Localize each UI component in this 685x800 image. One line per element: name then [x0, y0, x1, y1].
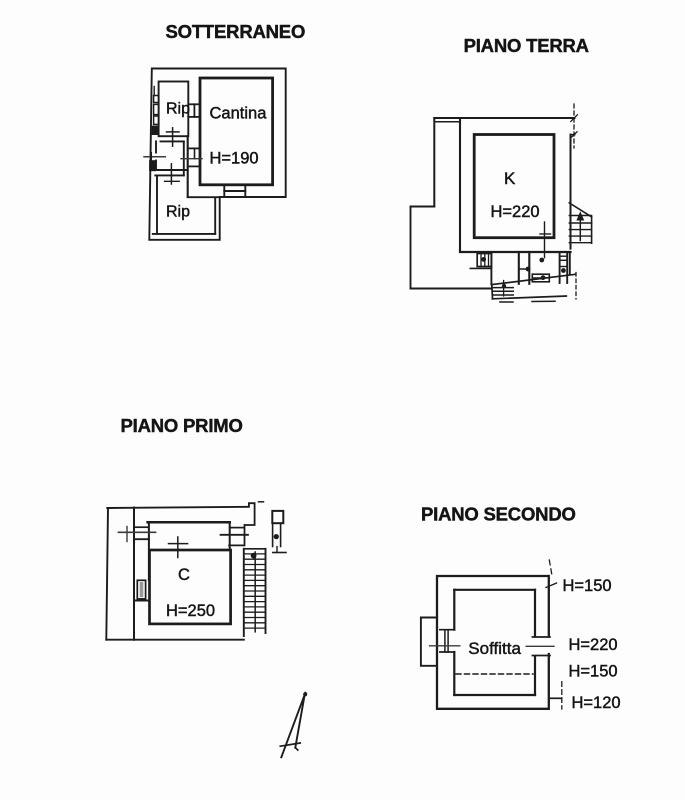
- svg-text:Rip: Rip: [166, 204, 190, 221]
- svg-text:H=150: H=150: [569, 662, 618, 680]
- svg-text:PIANO PRIMO: PIANO PRIMO: [121, 415, 243, 436]
- svg-text:Rip: Rip: [166, 101, 190, 118]
- svg-text:H=190: H=190: [210, 150, 259, 168]
- svg-text:Cantina: Cantina: [210, 105, 268, 123]
- svg-text:Soffitta: Soffitta: [468, 639, 521, 658]
- svg-text:H=220: H=220: [569, 636, 618, 654]
- svg-text:SOTTERRANEO: SOTTERRANEO: [166, 21, 306, 42]
- svg-text:H=250: H=250: [166, 602, 215, 620]
- svg-text:H=220: H=220: [491, 203, 540, 221]
- svg-text:C: C: [178, 566, 190, 584]
- svg-text:H=150: H=150: [563, 577, 612, 595]
- svg-text:PIANO TERRA: PIANO TERRA: [464, 35, 589, 56]
- svg-text:PIANO SECONDO: PIANO SECONDO: [421, 504, 576, 525]
- svg-text:K: K: [504, 169, 516, 188]
- svg-text:H=120: H=120: [572, 694, 621, 712]
